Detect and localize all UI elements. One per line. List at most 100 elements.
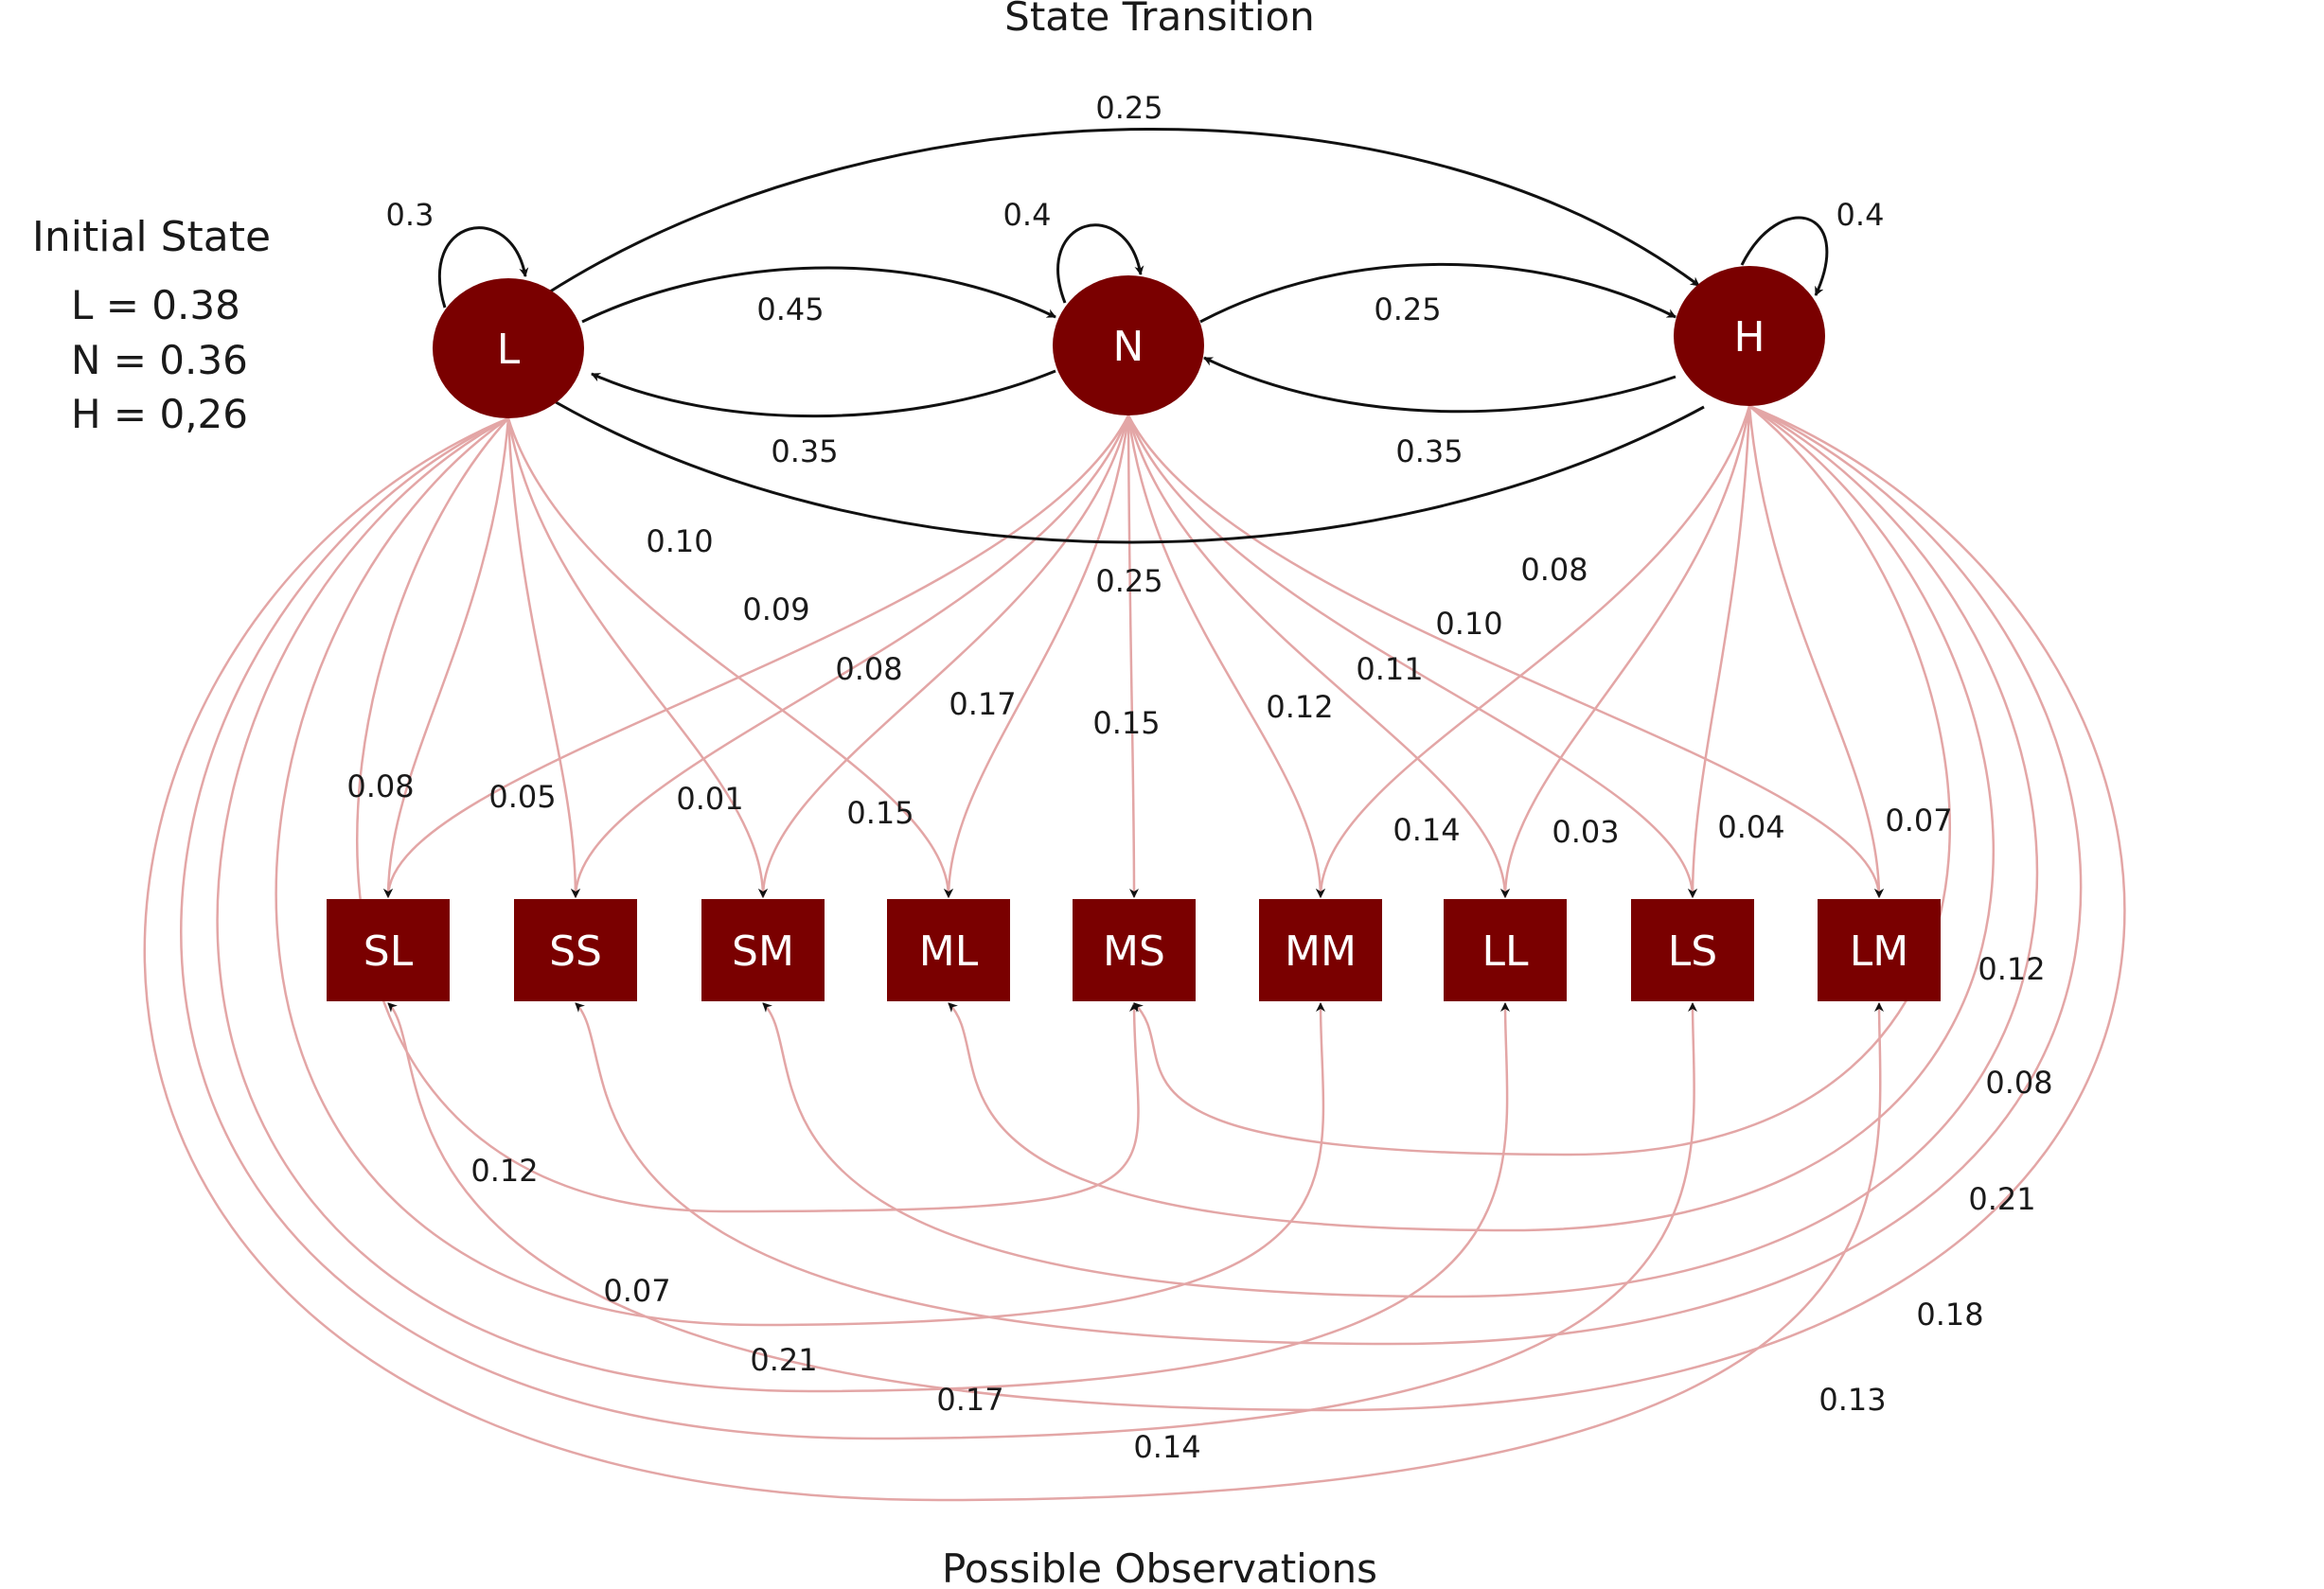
- extra-probability-label: 0.25: [1095, 563, 1162, 599]
- observation-node-ml[interactable]: ML: [887, 899, 1010, 1001]
- emission-label-l-ss: 0.05: [488, 779, 556, 815]
- initial-state-l: L = 0.38: [71, 282, 240, 328]
- initial-state-panel: Initial State L = 0.38 N = 0.36 H = 0,26: [32, 213, 271, 437]
- transition-edge-n-l: [591, 369, 1056, 418]
- emission-edge-h-mm: [1316, 405, 1751, 898]
- emission-edge-h-sm: [762, 404, 2039, 1298]
- emission-edge-n-ms: [1127, 415, 1139, 898]
- observation-node-label: SL: [364, 927, 414, 976]
- state-node-label: H: [1733, 313, 1765, 362]
- emission-label-h-sl: 0.13: [1818, 1382, 1886, 1418]
- observation-node-lm[interactable]: LM: [1818, 899, 1941, 1001]
- observation-node-ss[interactable]: SS: [514, 899, 637, 1001]
- observation-node-sl[interactable]: SL: [327, 899, 450, 1001]
- observation-node-label: MS: [1103, 927, 1165, 976]
- emission-label-n-ll: 0.11: [1356, 651, 1423, 687]
- emission-edge-l-ll: [216, 416, 1511, 1393]
- emission-edge-n-sm: [758, 415, 1130, 898]
- observation-node-shape: [327, 899, 450, 1001]
- emission-label-n-sl: 0.10: [646, 523, 713, 559]
- observation-node-shape: [514, 899, 637, 1001]
- emission-edge-l-sl: [383, 417, 510, 898]
- state-node-n[interactable]: N: [1053, 275, 1204, 415]
- emission-label-h-lm: 0.07: [1885, 803, 1952, 839]
- transition-label-l-l: 0.3: [386, 197, 435, 233]
- emission-edge-h-sl: [387, 404, 2126, 1412]
- emission-edge-n-sl: [383, 415, 1130, 898]
- transition-edge-n-h: [1199, 262, 1676, 324]
- emission-edges: [143, 404, 2126, 1502]
- diagram-footer: Possible Observations: [942, 1545, 1377, 1589]
- transition-label-n-l: 0.35: [771, 433, 838, 469]
- state-node-shape: [1674, 266, 1825, 406]
- state-node-h[interactable]: H: [1674, 266, 1825, 406]
- emission-label-l-lm: 0.14: [1133, 1429, 1200, 1465]
- observation-node-ms[interactable]: MS: [1073, 899, 1196, 1001]
- emission-label-n-mm: 0.12: [1266, 689, 1333, 725]
- diagram-title: State Transition: [1004, 0, 1315, 40]
- transition-edges: [437, 128, 1829, 544]
- emission-label-n-ss: 0.09: [742, 591, 809, 627]
- emission-label-l-ll: 0.21: [750, 1342, 817, 1378]
- observation-node-sm[interactable]: SM: [701, 899, 825, 1001]
- emission-label-n-ms: 0.15: [1092, 705, 1160, 741]
- observation-node-shape: [887, 899, 1010, 1001]
- emission-label-l-ms: 0.12: [470, 1153, 538, 1189]
- observation-node-label: ML: [919, 927, 979, 976]
- observation-node-label: SS: [549, 927, 602, 976]
- transition-edge-n-n: [1056, 223, 1144, 304]
- transition-edge-h-n: [1203, 356, 1676, 414]
- emission-label-h-ls: 0.04: [1717, 809, 1784, 845]
- emission-edge-l-lm: [143, 416, 1885, 1502]
- observation-node-shape: [1631, 899, 1754, 1001]
- observation-node-label: LM: [1850, 927, 1908, 976]
- transition-edge-l-l: [437, 226, 529, 309]
- transition-edge-h-l: [543, 394, 1705, 544]
- initial-state-h: H = 0,26: [71, 391, 248, 437]
- observation-node-shape: [1444, 899, 1567, 1001]
- initial-state-n: N = 0.36: [71, 337, 248, 383]
- transition-edge-l-h: [546, 128, 1700, 295]
- observation-node-ll[interactable]: LL: [1444, 899, 1567, 1001]
- emission-edge-n-ll: [1127, 415, 1510, 898]
- observation-node-label: MM: [1285, 927, 1357, 976]
- observation-node-shape: [1073, 899, 1196, 1001]
- state-node-label: L: [497, 326, 521, 374]
- emission-label-h-sm: 0.21: [1968, 1181, 2035, 1217]
- emission-label-l-ls: 0.17: [936, 1382, 1003, 1418]
- observation-node-label: LS: [1668, 927, 1717, 976]
- observation-node-shape: [1818, 899, 1941, 1001]
- emission-label-h-ml: 0.08: [1985, 1065, 2052, 1101]
- emission-label-h-ms: 0.12: [1978, 951, 2045, 987]
- emission-label-h-ll: 0.03: [1552, 814, 1619, 850]
- emission-label-n-sm: 0.08: [835, 651, 902, 687]
- observation-node-label: LL: [1481, 927, 1529, 976]
- state-node-shape: [433, 278, 584, 418]
- emission-edge-l-sm: [506, 417, 768, 898]
- emission-label-l-sl: 0.08: [346, 768, 414, 804]
- transition-label-h-h: 0.4: [1836, 197, 1885, 233]
- emission-label-n-ls: 0.10: [1435, 606, 1502, 642]
- emission-label-l-ml: 0.15: [846, 795, 914, 831]
- emission-edge-n-lm: [1127, 415, 1884, 898]
- emission-label-l-sm: 0.01: [676, 781, 743, 817]
- state-node-label: N: [1113, 323, 1144, 371]
- observation-node-mm[interactable]: MM: [1259, 899, 1382, 1001]
- emission-edge-n-mm: [1127, 415, 1325, 898]
- observation-nodes: SL SS SM ML MS MM LL LS LM: [327, 899, 1941, 1001]
- initial-state-title: Initial State: [32, 213, 271, 261]
- emission-edge-l-ss: [506, 417, 580, 898]
- transition-edge-h-h: [1740, 216, 1829, 296]
- observation-node-label: SM: [732, 927, 794, 976]
- observation-node-shape: [701, 899, 825, 1001]
- emission-edge-l-ls: [180, 416, 1698, 1440]
- transition-label-l-n: 0.45: [756, 291, 824, 327]
- transition-label-n-h: 0.25: [1374, 291, 1441, 327]
- observation-node-ls[interactable]: LS: [1631, 899, 1754, 1001]
- transition-edge-l-n: [581, 266, 1056, 324]
- emission-edge-n-ls: [1127, 415, 1697, 898]
- state-node-l[interactable]: L: [433, 278, 584, 418]
